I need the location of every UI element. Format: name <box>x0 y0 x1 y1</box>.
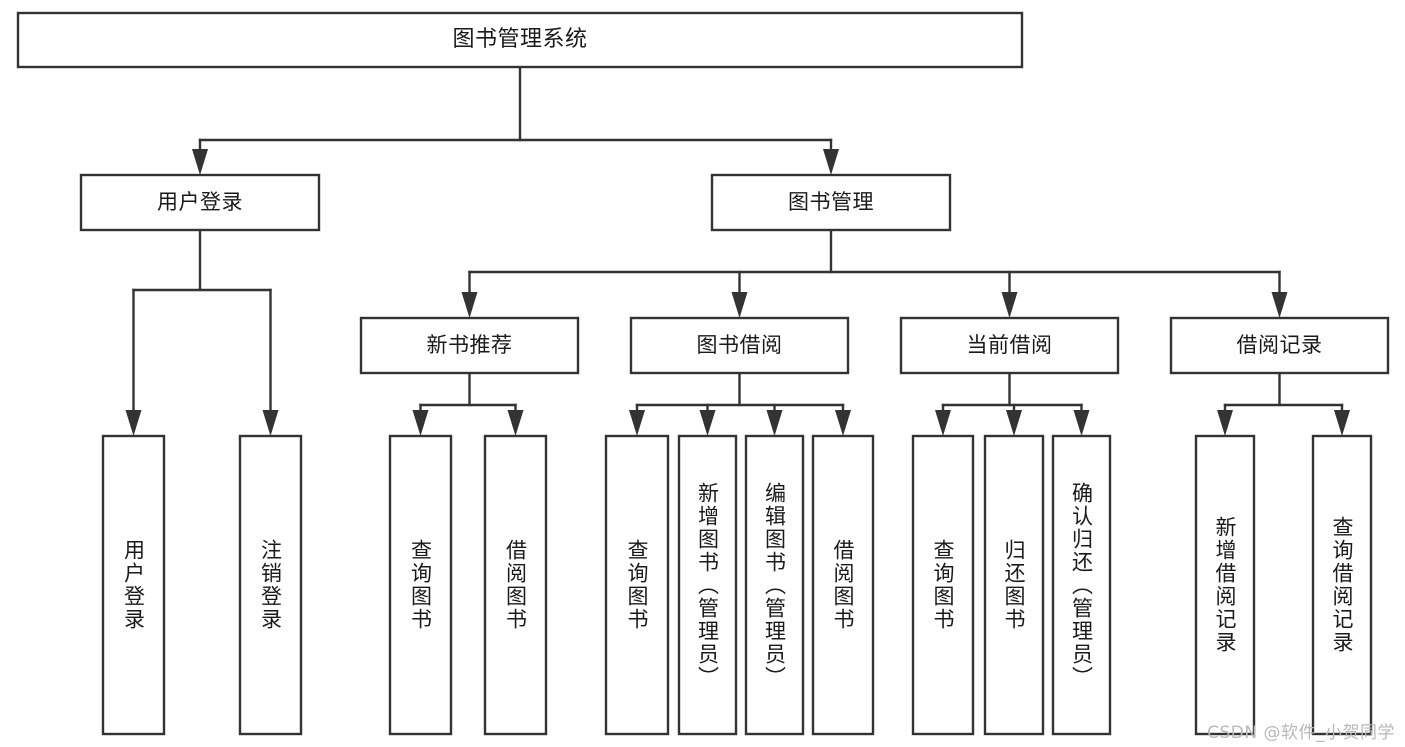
node-box-leaf-edit-book <box>744 434 805 736</box>
arrow-head-book-manage <box>823 149 839 175</box>
node-box-borrow-record <box>1169 316 1390 375</box>
arrow-head-user-login <box>192 149 208 175</box>
node-book-borrow[interactable] <box>631 318 848 373</box>
arrow-head-leaf-user-login <box>125 410 142 436</box>
arrow-head-leaf-query-book-current <box>935 410 951 436</box>
node-box-leaf-query-book-current <box>911 434 975 736</box>
node-user-login[interactable] <box>81 175 319 230</box>
arrow-head-leaf-add-borrow-record <box>1217 410 1233 436</box>
arrow-head-leaf-add-book <box>699 410 716 436</box>
arrow-head-leaf-return-book <box>1006 410 1022 436</box>
arrow-head-leaf-logout <box>262 410 279 436</box>
node-leaf-query-book-recommend[interactable] <box>390 436 451 734</box>
arrow-head-leaf-query-borrow-record <box>1334 410 1350 436</box>
node-box-leaf-add-borrow-record <box>1194 434 1256 736</box>
node-box-current-borrow <box>899 316 1120 375</box>
connector-layer <box>125 65 1350 436</box>
node-box-leaf-query-book-recommend <box>388 434 453 736</box>
node-leaf-add-book[interactable] <box>679 436 736 734</box>
node-leaf-edit-book[interactable] <box>746 436 803 734</box>
node-box-book-borrow <box>629 316 850 375</box>
node-leaf-add-borrow-record[interactable] <box>1196 436 1254 734</box>
arrow-head-leaf-query-book-borrow <box>629 410 645 436</box>
arrow-head-leaf-borrow-book <box>835 410 851 436</box>
node-leaf-return-book[interactable] <box>985 436 1043 734</box>
node-leaf-user-login[interactable] <box>103 436 164 734</box>
node-box-user-login <box>79 173 321 232</box>
arrow-head-leaf-confirm-return <box>1073 410 1090 436</box>
node-leaf-query-borrow-record[interactable] <box>1313 436 1371 734</box>
node-box-leaf-user-login <box>101 434 166 736</box>
node-box-leaf-confirm-return <box>1051 434 1112 736</box>
node-box-leaf-borrow-book <box>811 434 875 736</box>
node-box-leaf-query-book-borrow <box>604 434 670 736</box>
node-box-leaf-return-book <box>983 434 1045 736</box>
arrow-head-current-borrow <box>1001 292 1018 318</box>
node-box-leaf-query-borrow-record <box>1311 434 1373 736</box>
node-box-leaf-borrow-book-recommend <box>483 434 548 736</box>
arrow-head-borrow-record <box>1271 292 1288 318</box>
node-leaf-borrow-book[interactable] <box>813 436 873 734</box>
node-box-new-book-recommend <box>359 316 580 375</box>
node-box-leaf-add-book <box>677 434 738 736</box>
node-leaf-query-book-current[interactable] <box>913 436 973 734</box>
node-box-book-manage <box>710 173 952 232</box>
node-leaf-query-book-borrow[interactable] <box>606 436 668 734</box>
node-book-manage[interactable] <box>712 175 950 230</box>
node-new-book-recommend[interactable] <box>361 318 578 373</box>
arrow-head-new-book-recommend <box>461 292 478 318</box>
node-leaf-logout[interactable] <box>240 436 301 734</box>
arrow-head-leaf-edit-book <box>766 410 783 436</box>
node-root[interactable] <box>18 13 1022 67</box>
arrow-head-leaf-borrow-book-recommend <box>507 410 524 436</box>
node-leaf-borrow-book-recommend[interactable] <box>485 436 546 734</box>
node-leaf-confirm-return[interactable] <box>1053 436 1110 734</box>
node-current-borrow[interactable] <box>901 318 1118 373</box>
node-box-layer <box>16 11 1390 736</box>
node-box-leaf-logout <box>238 434 303 736</box>
node-box-root <box>16 11 1024 69</box>
arrow-head-leaf-query-book-recommend <box>412 410 429 436</box>
arrow-head-book-borrow <box>731 292 748 318</box>
node-borrow-record[interactable] <box>1171 318 1388 373</box>
